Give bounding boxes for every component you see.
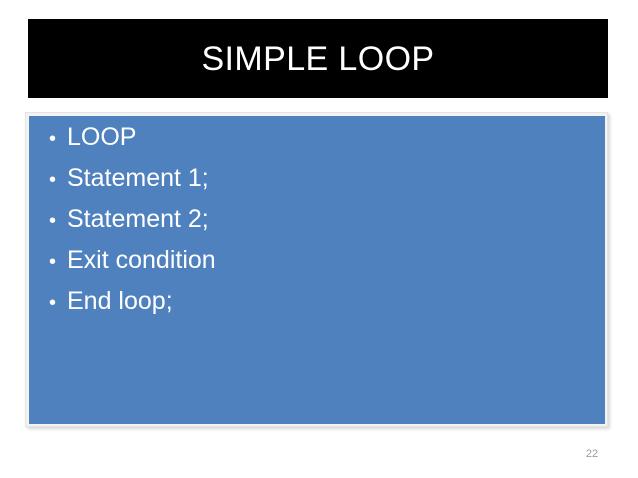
list-item-label: Statement 1; — [67, 164, 209, 192]
list-item: • Statement 1; — [29, 166, 605, 207]
slide-title-bar: SIMPLE LOOP — [28, 19, 608, 98]
list-item: • End loop; — [29, 289, 605, 330]
page-number: 22 — [585, 448, 599, 460]
content-placeholder: • LOOP • Statement 1; • Statement 2; • E… — [29, 116, 605, 424]
bullet-icon: • — [48, 292, 56, 314]
list-item-label: End loop; — [67, 287, 173, 315]
bullet-icon: • — [48, 251, 56, 273]
bullet-icon: • — [48, 169, 56, 191]
list-item-label: Statement 2; — [67, 205, 209, 233]
page-title: SIMPLE LOOP — [201, 39, 435, 78]
bullet-list: • LOOP • Statement 1; • Statement 2; • E… — [29, 125, 605, 330]
list-item: • Statement 2; — [29, 207, 605, 248]
list-item: • Exit condition — [29, 248, 605, 289]
bullet-icon: • — [48, 210, 56, 232]
bullet-icon: • — [48, 128, 56, 150]
list-item: • LOOP — [29, 125, 605, 166]
list-item-label: Exit condition — [67, 246, 216, 274]
list-item-label: LOOP — [67, 123, 137, 151]
